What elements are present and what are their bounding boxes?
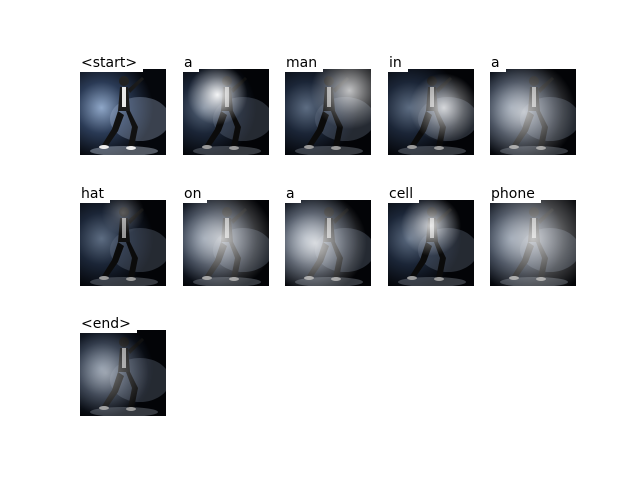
attention-panel: cell bbox=[388, 185, 474, 286]
attention-panel: hat bbox=[80, 185, 166, 286]
panel-word-label: <start> bbox=[80, 54, 144, 72]
attention-panel: man bbox=[285, 54, 371, 155]
attention-panel: a bbox=[183, 54, 269, 155]
attention-panel: a bbox=[490, 54, 576, 155]
attention-map-image bbox=[388, 69, 474, 155]
panel-word-label: a bbox=[490, 54, 506, 72]
attention-map-image bbox=[388, 200, 474, 286]
panel-word-label: hat bbox=[80, 185, 110, 203]
panel-word-label: a bbox=[285, 185, 301, 203]
attention-map-image bbox=[80, 330, 166, 416]
attention-map-image bbox=[183, 69, 269, 155]
attention-map-image bbox=[285, 200, 371, 286]
source-image bbox=[80, 69, 166, 155]
attention-map-image bbox=[285, 69, 371, 155]
attention-map-image bbox=[80, 200, 166, 286]
attention-map-image bbox=[490, 69, 576, 155]
attention-panel: <end> bbox=[80, 315, 166, 416]
attention-map-image bbox=[183, 200, 269, 286]
panel-word-label: a bbox=[183, 54, 199, 72]
panel-word-label: <end> bbox=[80, 315, 137, 333]
panel-word-label: man bbox=[285, 54, 324, 72]
panel-word-label: cell bbox=[388, 185, 420, 203]
attention-map-image bbox=[490, 200, 576, 286]
attention-panel: a bbox=[285, 185, 371, 286]
panel-word-label: phone bbox=[490, 185, 541, 203]
attention-panel: in bbox=[388, 54, 474, 155]
attention-panel: <start> bbox=[80, 54, 166, 155]
attention-panel: on bbox=[183, 185, 269, 286]
panel-word-label: on bbox=[183, 185, 208, 203]
panel-word-label: in bbox=[388, 54, 408, 72]
attention-panel: phone bbox=[490, 185, 576, 286]
